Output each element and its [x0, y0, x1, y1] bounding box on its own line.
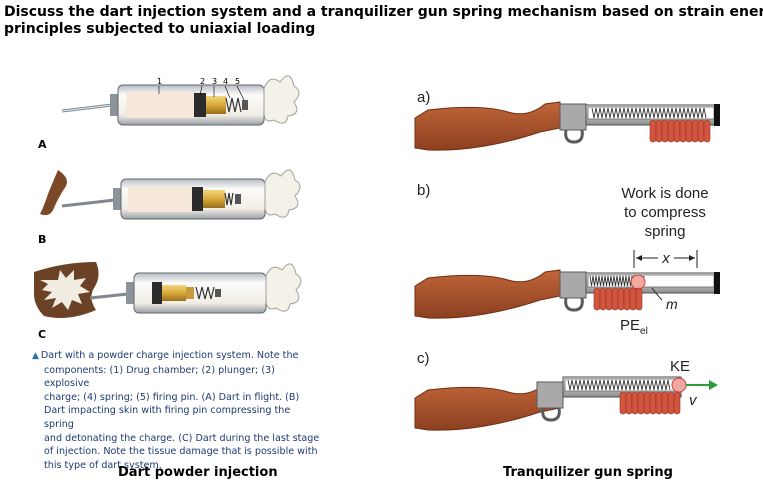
displacement-indicator: x	[633, 250, 698, 268]
component-label-2: 2	[200, 77, 205, 86]
gun-tube-coils-b	[593, 287, 643, 311]
ke-label: KE	[670, 358, 690, 375]
plunger	[194, 93, 206, 117]
skin-surface	[40, 170, 67, 216]
caption-line-2: components: (1) Drug chamber; (2) plunge…	[44, 364, 275, 390]
heading-line-2: principles subjected to uniaxial loading	[4, 21, 316, 37]
gun-panel-label-c: c)	[417, 350, 430, 367]
gun-spring-c-released	[567, 379, 671, 391]
dart-figure-caption: ▲Dart with a powder charge injection sys…	[32, 349, 322, 472]
gun-tube-coils-c	[619, 391, 681, 415]
firing-pin	[242, 100, 248, 110]
dart-tail-feathers	[263, 75, 300, 124]
caption-line-1: Dart with a powder charge injection syst…	[40, 350, 299, 361]
gun-muzzle	[714, 104, 720, 126]
gun-stock	[414, 101, 561, 151]
component-label-3: 3	[212, 77, 217, 86]
gun-footer-label: Tranquilizer gun spring	[503, 465, 673, 480]
panel-letter-a: A	[38, 138, 47, 151]
gun-b: m PEel	[414, 269, 720, 337]
work-text-line-3: spring	[645, 223, 686, 240]
caption-line-5: and detonating the charge. (C) Dart duri…	[44, 432, 320, 444]
dart-footer-label: Dart powder injection	[118, 465, 278, 480]
pe-label: PEel	[620, 317, 648, 337]
caption-line-7: this type of dart system.	[44, 459, 162, 471]
caption-line-6: of injection. Note the tissue damage tha…	[44, 446, 318, 458]
caption-line-3: charge; (4) spring; (5) firing pin. (A) …	[44, 391, 300, 403]
gun-panel-label-b: b)	[417, 182, 430, 199]
component-label-1: 1	[157, 77, 162, 86]
component-number-labels: 1 2 3 4 5	[157, 77, 245, 101]
work-text-line-2: to compress	[624, 204, 706, 221]
panel-letter-b: B	[38, 233, 46, 246]
tissue-damage-burst	[40, 270, 90, 310]
gun-trigger-guard	[564, 129, 584, 144]
mass-label: m	[666, 296, 678, 312]
gun-panel-label-a: a)	[417, 89, 430, 106]
explosive-charge	[206, 96, 226, 114]
panel-letter-c: C	[38, 328, 46, 341]
caption-line-4: Dart impacting skin with firing pin comp…	[44, 405, 291, 430]
dart-mass-c	[671, 377, 687, 393]
dart-needle-hub	[110, 94, 118, 116]
gun-receiver	[559, 103, 587, 131]
dart-spring	[225, 97, 242, 113]
work-text-line-1: Work is done	[621, 185, 708, 202]
gun-tube-coils-a	[649, 119, 711, 143]
gun-spring-a	[591, 107, 707, 119]
component-label-5: 5	[235, 77, 240, 86]
dart-mass-b	[630, 274, 646, 290]
page-heading: Discuss the dart injection system and a …	[4, 4, 763, 38]
dart-panel-a	[61, 75, 300, 126]
heading-line-1: Discuss the dart injection system and a …	[4, 4, 763, 20]
v-label: v	[689, 392, 698, 409]
gun-a	[414, 101, 720, 151]
drug-chamber	[126, 92, 194, 118]
component-label-4: 4	[223, 77, 228, 86]
caption-triangle-icon: ▲	[32, 351, 39, 361]
gun-c: v	[414, 376, 718, 431]
x-label: x	[661, 250, 670, 267]
dart-panel-b	[40, 169, 301, 220]
dart-panel-c	[34, 262, 302, 318]
